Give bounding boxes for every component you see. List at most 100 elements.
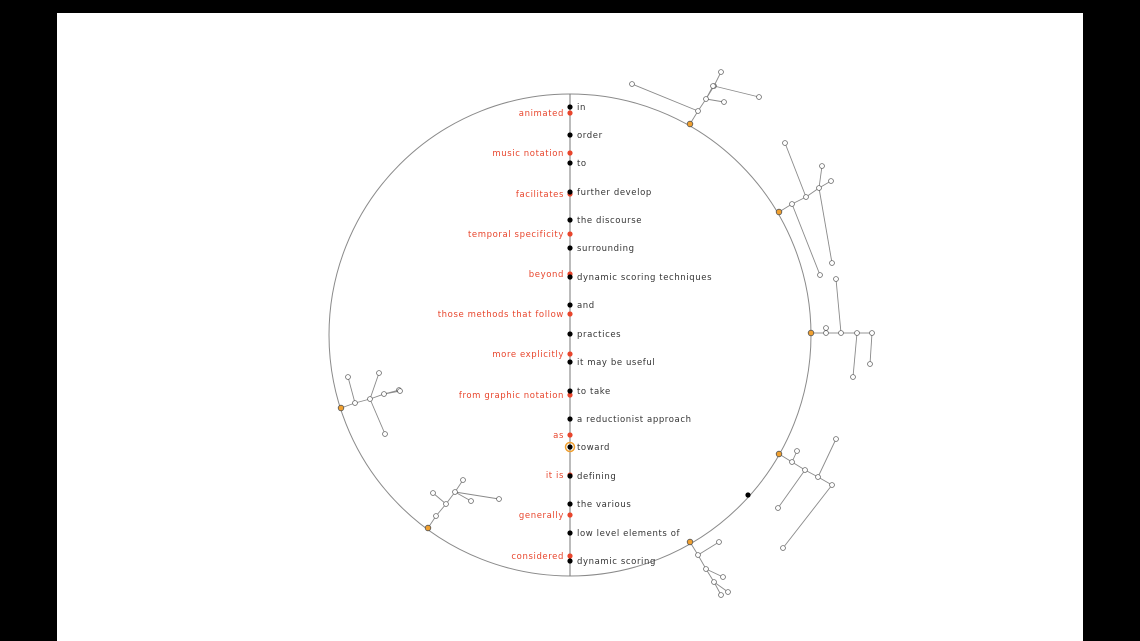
- branch-leaf-node: [496, 496, 502, 502]
- perimeter-node: [745, 492, 751, 498]
- branch-leaf-node: [443, 501, 449, 507]
- right-phrase-label: and: [577, 301, 595, 311]
- branch-root-node: [686, 120, 694, 128]
- branch-leaf-node: [829, 482, 835, 488]
- right-node-dot: [567, 444, 573, 450]
- branch-leaf-node: [629, 81, 635, 87]
- right-node-dot: [567, 530, 573, 536]
- branch-edge: [713, 581, 729, 593]
- left-node-dot: [567, 351, 573, 357]
- branch-leaf-node: [381, 391, 387, 397]
- left-node-dot: [567, 311, 573, 317]
- branch-leaf-node: [823, 330, 829, 336]
- right-phrase-label: surrounding: [577, 244, 635, 254]
- branch-leaf-node: [725, 589, 731, 595]
- branch-leaf-node: [430, 490, 436, 496]
- branch-leaf-node: [695, 108, 701, 114]
- right-phrase-label: it may be useful: [577, 358, 655, 368]
- right-node-dot: [567, 388, 573, 394]
- right-node-dot: [567, 302, 573, 308]
- branch-leaf-node: [711, 579, 717, 585]
- branch-root-node: [775, 208, 783, 216]
- branch-leaf-node: [775, 505, 781, 511]
- branch-leaf-node: [376, 370, 382, 376]
- left-phrase-label: animated: [519, 109, 564, 119]
- left-node-dot: [567, 512, 573, 518]
- branch-edge: [369, 372, 380, 400]
- branch-trees: [337, 69, 875, 598]
- left-node-dot: [567, 553, 573, 559]
- left-phrase-label: generally: [519, 511, 564, 521]
- right-node-dot: [567, 416, 573, 422]
- branch-leaf-node: [710, 83, 716, 89]
- left-phrase-label: temporal specificity: [468, 230, 564, 240]
- branch-edge: [852, 332, 858, 378]
- branch-leaf-node: [721, 99, 727, 105]
- branch-leaf-node: [867, 361, 873, 367]
- branch-leaf-node: [815, 474, 821, 480]
- left-phrase-label: as: [553, 431, 564, 441]
- left-node-dot: [567, 231, 573, 237]
- branch-edge: [777, 469, 806, 509]
- branch-leaf-node: [703, 566, 709, 572]
- right-node-dot: [567, 274, 573, 280]
- right-phrase-label: practices: [577, 330, 621, 340]
- branch-leaf-node: [716, 539, 722, 545]
- branch-leaf-node: [718, 592, 724, 598]
- right-node-dot: [567, 104, 573, 110]
- right-node-dot: [567, 245, 573, 251]
- branch-edge: [782, 484, 833, 549]
- right-phrase-label: dynamic scoring techniques: [577, 273, 712, 283]
- branch-leaf-node: [452, 489, 458, 495]
- right-phrase-label: a reductionist approach: [577, 415, 692, 425]
- right-node-dot: [567, 189, 573, 195]
- branch-edge: [713, 85, 760, 98]
- branch-leaf-node: [819, 163, 825, 169]
- left-node-dot: [567, 150, 573, 156]
- branch-root-node: [775, 450, 783, 458]
- left-phrase-label: beyond: [529, 270, 564, 280]
- branch-root-node: [424, 524, 432, 532]
- branch-leaf-node: [468, 498, 474, 504]
- branch-leaf-node: [828, 178, 834, 184]
- branch-leaf-node: [823, 325, 829, 331]
- right-phrase-label: the various: [577, 500, 631, 510]
- right-phrase-label: dynamic scoring: [577, 557, 656, 567]
- branch-edge: [454, 491, 472, 502]
- right-phrase-label: the discourse: [577, 216, 642, 226]
- branch-leaf-node: [789, 459, 795, 465]
- right-node-dot: [567, 473, 573, 479]
- branch-edge: [454, 491, 500, 500]
- right-node-dot: [567, 558, 573, 564]
- branch-edge: [631, 83, 699, 112]
- branch-leaf-node: [802, 467, 808, 473]
- branch-edge: [347, 376, 356, 404]
- branch-edge: [705, 98, 725, 103]
- left-node-dot: [567, 432, 573, 438]
- branch-leaf-node: [794, 448, 800, 454]
- branch-leaf-node: [803, 194, 809, 200]
- branch-leaf-node: [838, 330, 844, 336]
- left-node-dot: [567, 392, 573, 398]
- branch-leaf-node: [833, 436, 839, 442]
- left-phrase-label: considered: [511, 552, 564, 562]
- branch-edge: [817, 438, 837, 478]
- branch-leaf-node: [460, 477, 466, 483]
- right-phrase-label: to take: [577, 387, 611, 397]
- right-node-dot: [567, 217, 573, 223]
- branch-root-node: [337, 404, 345, 412]
- branch-edge: [869, 332, 873, 365]
- branch-edge: [784, 142, 807, 198]
- left-phrase-label: those methods that follow: [438, 310, 564, 320]
- left-phrase-label: it is: [546, 471, 564, 481]
- branch-leaf-node: [756, 94, 762, 100]
- branch-leaf-node: [718, 69, 724, 75]
- branch-leaf-node: [817, 272, 823, 278]
- right-node-dot: [567, 501, 573, 507]
- right-phrase-label: further develop: [577, 188, 652, 198]
- right-node-dot: [567, 359, 573, 365]
